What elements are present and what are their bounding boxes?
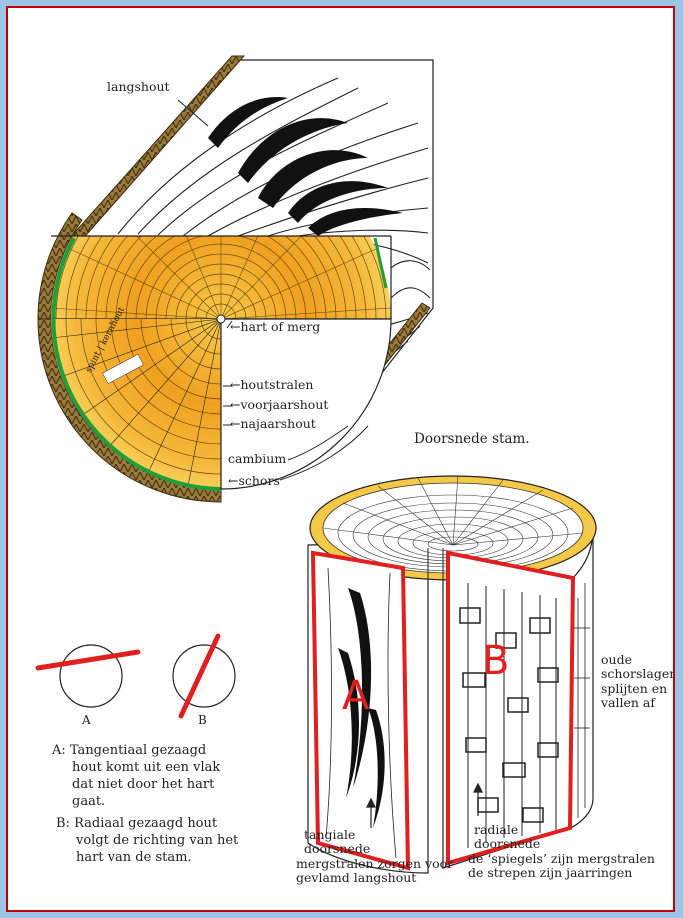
label-oude-schors: oude schorslagen splijten en vallen af (601, 653, 675, 711)
tangiale-line-4: gevlamd langshout (296, 871, 453, 885)
label-hart-of-merg-text: hart of merg (240, 319, 320, 334)
label-najaarshout-text: najaarshout (240, 416, 315, 431)
label-houtstralen-text: houtstralen (240, 377, 313, 392)
radiale-line-4: de strepen zijn jaarringen (468, 866, 655, 880)
caption-b-line-3: hart van de stam. (56, 850, 306, 867)
label-radiale: radiale doorsnede de ‘spiegels’ zijn mer… (468, 823, 655, 881)
label-langshout: langshout (107, 80, 170, 94)
radiale-line-3: de ‘spiegels’ zijn mergstralen (468, 852, 655, 866)
label-voorjaarshout: ←voorjaarshout (230, 398, 328, 412)
label-tangiale: tangiale doorsnede mergstralen zorgen vo… (301, 828, 453, 886)
radiale-line-1: radiale (468, 823, 655, 837)
tangiale-line-2: doorsnede (301, 842, 453, 856)
caption-a-line-4: gaat. (52, 794, 302, 811)
caption-a-line-3: dat niet door het hart (52, 777, 302, 794)
label-schors-text: schors (238, 473, 279, 488)
label-voorjaarshout-text: voorjaarshout (240, 397, 328, 412)
label-hart-of-merg: ←hart of merg (230, 320, 320, 334)
label-najaarshout: ←najaarshout (230, 417, 316, 431)
oude-line-2: schorslagen (601, 667, 675, 681)
label-schors: ←schors (228, 474, 280, 488)
label-cambium: cambium (228, 452, 286, 466)
caption-b-line-2: volgt de richting van het (56, 833, 306, 850)
diagram-page: langshout ←hart of merg ←houtstralen ←vo… (6, 6, 675, 912)
oude-line-1: oude (601, 653, 675, 667)
oude-line-4: vallen af (601, 696, 675, 710)
tangiale-line-1: tangiale (301, 828, 453, 842)
circle-label-a: A (82, 713, 91, 727)
big-label-b: B (482, 638, 509, 684)
oude-line-3: splijten en (601, 682, 675, 696)
tangiale-line-3: mergstralen zorgen voor (296, 857, 453, 871)
caption-b-line-1: B: Radiaal gezaagd hout (56, 816, 306, 833)
caption-a-line-2: hout komt uit een vlak (52, 760, 302, 777)
circle-label-b: B (198, 713, 207, 727)
caption-a-line-1: A: Tangentiaal gezaagd (52, 743, 302, 760)
label-doorsnede-stam: Doorsnede stam. (414, 432, 530, 448)
caption-b: B: Radiaal gezaagd hout volgt de richtin… (56, 816, 306, 867)
saw-cut-diagram (38, 636, 235, 716)
caption-a: A: Tangentiaal gezaagd hout komt uit een… (52, 743, 302, 811)
radiale-line-2: doorsnede (468, 837, 655, 851)
big-label-a: A (342, 673, 369, 719)
label-houtstralen: ←houtstralen (230, 378, 313, 392)
